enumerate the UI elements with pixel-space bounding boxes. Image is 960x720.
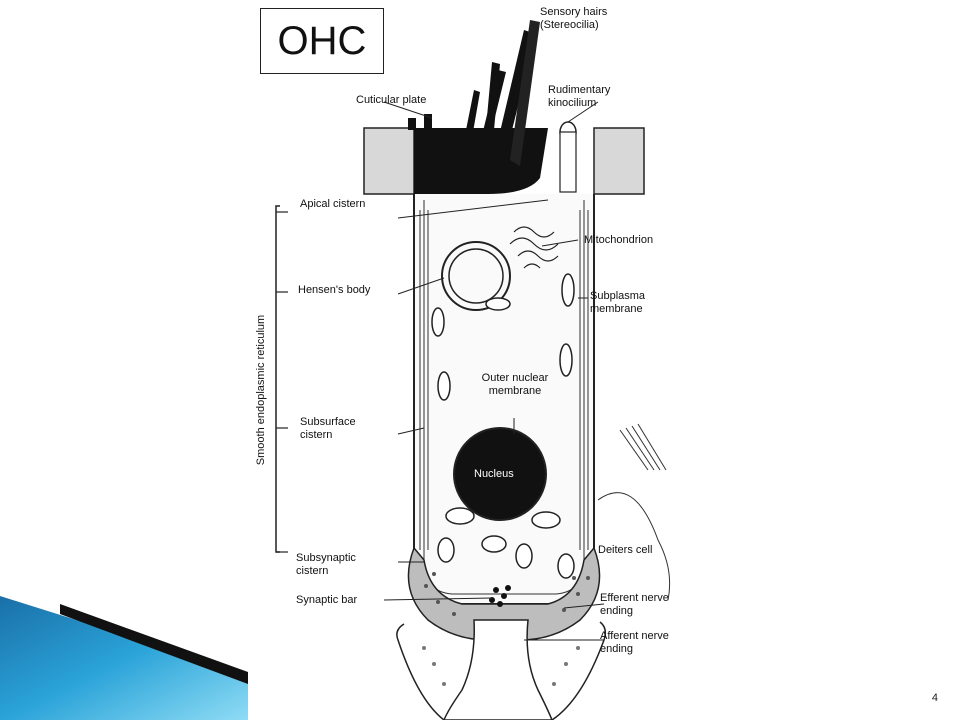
afferent-nerve-ending [443,619,553,720]
efferent-nerve-region [407,546,601,641]
synaptic-bar [489,585,511,607]
outer-hair-cell-diagram [248,0,718,720]
slide-title-box: OHC [260,8,384,74]
reticular-lamina-left [363,127,415,195]
label-subsurface-cistern: Subsurface cistern [300,416,356,441]
label-smooth-er: Smooth endoplasmic reticulum [255,314,267,466]
label-hensens-body: Hensen's body [298,284,371,296]
label-cuticular-plate: Cuticular plate [356,94,427,106]
label-efferent-nerve-ending: Efferent nerve ending [600,592,669,617]
label-subsynaptic-cistern: Subsynaptic cistern [296,552,356,577]
label-deiters-cell: Deiters cell [598,544,653,556]
label-sensory-hairs: Sensory hairs (Stereocilia) [540,6,608,31]
label-outer-nuclear-membrane: Outer nuclear membrane [481,372,549,397]
label-apical-cistern: Apical cistern [300,198,366,210]
hensens-body [441,241,511,311]
label-rudimentary-kinocilium: Rudimentary kinocilium [548,84,611,109]
stereocilia [458,90,480,172]
mitochondria [431,273,575,579]
nucleus [453,427,547,521]
deiters-cell-fibers [597,423,671,601]
label-synaptic-bar: Synaptic bar [296,594,358,606]
label-mitochondrion: Mitochondrion [584,234,654,246]
corner-swoosh-dark [60,604,248,684]
page-number: 4 [931,692,938,704]
slide-title: OHC [277,18,367,63]
reticular-lamina-right [593,127,645,195]
label-subplasma-membrane: Subplasma membrane [590,290,646,315]
label-afferent-nerve-ending: Afferent nerve ending [600,630,669,655]
label-nucleus: Nucleus [474,468,514,480]
corner-swoosh [0,596,248,720]
